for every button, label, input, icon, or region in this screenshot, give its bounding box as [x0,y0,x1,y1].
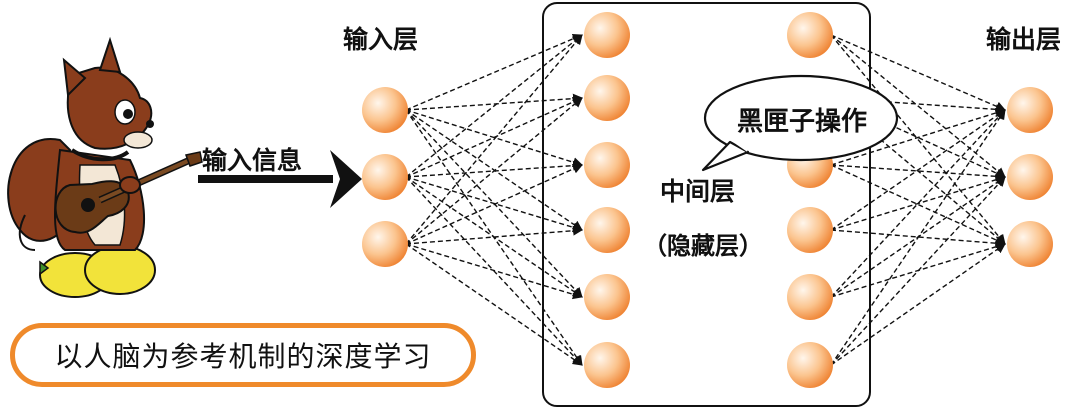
hidden-a-node-3 [584,142,630,188]
hidden-a-node-1 [584,12,630,58]
connection-input-3-to-hidden-6 [405,243,583,366]
arrow-right-icon [198,150,362,208]
hidden-a-node-2 [584,75,630,121]
connection-input-3-to-hidden-5 [405,243,583,300]
connection-hidden-2-to-output-3 [830,97,1006,245]
output-layer-label: 输出层 [986,25,1062,54]
hidden-a-node-6 [584,342,630,388]
connection-input-2-to-hidden-4 [405,176,583,233]
connection-hidden-4-to-output-1 [830,109,1006,231]
output-node-1 [1007,87,1053,133]
connection-hidden-2-to-output-1 [830,97,1006,115]
squirrel-guitar-illustration [7,36,203,298]
input-node-1 [362,87,408,133]
connection-input-1-to-hidden-1 [405,33,583,111]
hidden-b-node-1 [787,12,833,58]
input-layer-label: 输入层 [343,25,419,54]
connection-input-1-to-hidden-2 [405,93,583,111]
hidden-a-node-4 [584,207,630,253]
caption-box: 以人脑为参考机制的深度学习 [10,323,476,387]
input-node-2 [362,154,408,200]
black-box-label: 黑匣子操作 [737,107,868,137]
connections [405,33,1006,366]
hidden-layer-box [542,2,871,407]
connection-input-3-to-hidden-2 [405,97,583,245]
connection-input-1-to-hidden-4 [405,109,583,231]
output-node-3 [1007,221,1053,267]
connection-input-3-to-hidden-4 [405,225,583,245]
connection-input-2-to-hidden-1 [405,34,583,178]
connection-input-2-to-hidden-2 [405,97,583,178]
output-node-2 [1007,154,1053,200]
input-info-label: 输入信息 [202,146,303,175]
connection-hidden-4-to-output-3 [830,229,1006,249]
hidden-layer-label: （隐藏层） [643,232,763,260]
connection-hidden-6-to-output-3 [830,243,1006,366]
connection-hidden-3-to-output-2 [830,164,1006,182]
hidden-b-node-6 [787,342,833,388]
connection-hidden-4-to-output-2 [830,174,1006,231]
connection-hidden-5-to-output-1 [830,109,1006,298]
connection-input-3-to-hidden-3 [405,164,583,245]
middle-layer-label: 中间层 [660,177,736,206]
connection-hidden-6-to-output-2 [830,176,1006,366]
connection-hidden-3-to-output-1 [830,107,1006,166]
caption-text: 以人脑为参考机制的深度学习 [54,340,432,373]
connection-hidden-6-to-output-1 [830,109,1006,366]
hidden-b-node-4 [787,207,833,253]
hidden-a-node-5 [584,274,630,320]
speech-bubble-icon [701,74,899,172]
input-node-3 [362,221,408,267]
connection-input-3-to-hidden-1 [405,34,583,245]
hidden-b-node-5 [787,274,833,320]
